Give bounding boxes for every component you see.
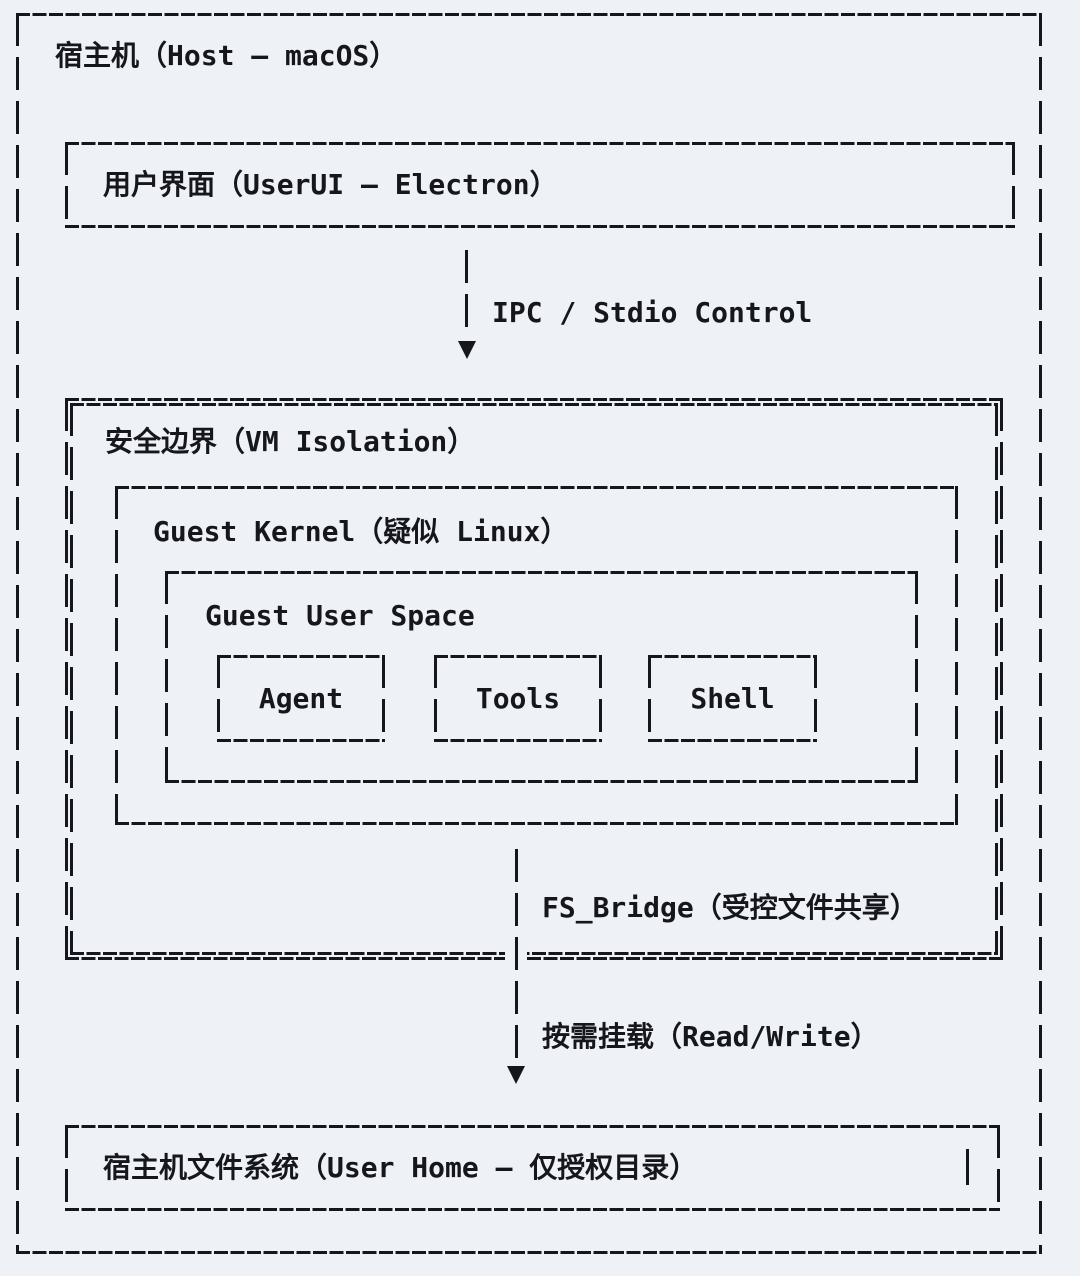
ipc-label: IPC / Stdio Control [492,296,813,329]
userui-title: 用户界面（UserUI — Electron） [103,168,558,201]
fs-bridge-label: FS_Bridge（受控文件共享） [542,891,918,924]
userui-box: 用户界面（UserUI — Electron） [65,142,1015,228]
shell-label: Shell [690,681,775,715]
ipc-connector-line [465,250,468,335]
arrow-down-icon [458,341,476,359]
agent-label: Agent [258,681,344,715]
arrow-down-icon [507,1066,525,1084]
guest-user-space-title: Guest User Space [205,599,475,632]
agent-box: Agent [217,655,385,742]
mount-label: 按需挂载（Read/Write） [542,1020,879,1053]
guest-kernel-title: Guest Kernel（疑似 Linux） [153,515,569,548]
shell-box: Shell [648,655,817,742]
host-filesystem-box: 宿主机文件系统（User Home — 仅授权目录） [65,1125,1000,1211]
vm-boundary-title: 安全边界（VM Isolation） [105,425,476,458]
host-filesystem-title: 宿主机文件系统（User Home — 仅授权目录） [103,1151,698,1184]
host-title: 宿主机（Host — macOS） [55,39,398,72]
tools-box: Tools [434,655,602,742]
border-fragment [966,1149,969,1185]
fs-bridge-connector-line [515,849,518,1061]
tools-label: Tools [475,681,561,715]
